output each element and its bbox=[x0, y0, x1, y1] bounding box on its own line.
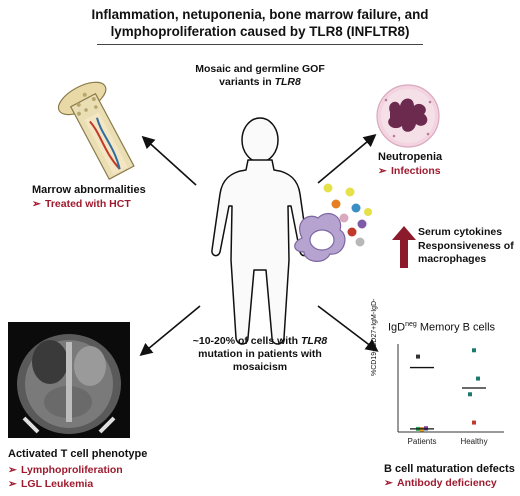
bullet-arrow-icon: ➢ bbox=[8, 464, 17, 476]
arrow-to-neutropenia bbox=[317, 133, 377, 184]
cytokine-dot bbox=[364, 208, 372, 216]
x-tick-label: Healthy bbox=[460, 437, 487, 446]
neutropenia-label: Neutropenia bbox=[378, 151, 443, 163]
cytokine-dot bbox=[345, 187, 355, 197]
cytokines-line-3: macrophages bbox=[418, 253, 487, 265]
cytokines-block: Serum cytokines Responsiveness of macrop… bbox=[418, 226, 514, 267]
tcell-bullet-1: ➢Lymphoproliferation bbox=[8, 464, 123, 476]
cytokine-dot bbox=[355, 237, 365, 247]
cytokines-line-2: Responsiveness of bbox=[418, 239, 514, 252]
page-title: Inflammation, netuропenia, bone marrow f… bbox=[40, 6, 480, 40]
bullet-arrow-icon: ➢ bbox=[384, 477, 393, 489]
bcell-label: B cell maturation defects bbox=[384, 463, 515, 475]
bone-icon bbox=[57, 81, 135, 180]
neutropenia-bullet: ➢Infections bbox=[378, 165, 441, 177]
variants-note-line-2: variants in TLR8 bbox=[219, 76, 301, 88]
bullet-arrow-icon: ➢ bbox=[378, 165, 387, 177]
tcell-label: Activated T cell phenotype bbox=[8, 448, 148, 460]
tcell-block: Activated T cell phenotype ➢Lymphoprolif… bbox=[8, 447, 147, 491]
cytokine-dot bbox=[347, 227, 357, 237]
data-point bbox=[476, 376, 480, 381]
chart-title: IgDneg Memory B cells bbox=[388, 321, 496, 334]
marrow-label: Marrow abnormalities bbox=[32, 184, 146, 196]
arrow-to-marrow bbox=[141, 135, 197, 186]
data-point bbox=[472, 348, 476, 353]
cytokines-line-1: Serum cytokines bbox=[418, 226, 503, 238]
data-point bbox=[468, 392, 472, 397]
marrow-bullet: ➢Treated with HCT bbox=[32, 198, 131, 210]
mosaic-note-line-3: mosaicism bbox=[232, 361, 288, 373]
gene-name: TLR8 bbox=[301, 335, 328, 347]
data-point bbox=[416, 354, 420, 359]
arrow-to-tcell bbox=[139, 305, 201, 357]
memory-b-cell-chart: Patients Healthy bbox=[397, 344, 504, 446]
variants-note-line-1: Mosaic and germline GOF bbox=[195, 63, 325, 75]
cytokine-dot bbox=[357, 219, 367, 229]
bcell-bullet: ➢Antibody deficiency bbox=[384, 477, 497, 489]
title-line-2: lymphoproliferation caused by TLR8 (INFL… bbox=[110, 24, 410, 39]
neutropenia-block: Neutropenia ➢Infections bbox=[378, 150, 442, 178]
title-line-1: Inflammation, netuропenia, bone marrow f… bbox=[91, 7, 429, 22]
tcell-bullet-2: ➢LGL Leukemia bbox=[8, 478, 94, 490]
bullet-arrow-icon: ➢ bbox=[32, 198, 41, 210]
cytokine-dot bbox=[323, 183, 333, 193]
chart-ylabel: %CD19+CD27+IgM-IgD- bbox=[371, 298, 378, 376]
arrow-to-bcell bbox=[317, 305, 379, 352]
marrow-block: Marrow abnormalities ➢Treated with HCT bbox=[32, 183, 146, 211]
neutrophil-icon bbox=[376, 84, 440, 148]
mosaic-note-line-1: ~10-20% of cells with TLR8 bbox=[192, 335, 328, 347]
mosaic-note: ~10-20% of cells with TLR8 mutation in p… bbox=[180, 335, 340, 374]
up-arrow-icon bbox=[392, 226, 416, 268]
bcell-block: B cell maturation defects ➢Antibody defi… bbox=[384, 462, 515, 490]
cytokine-dot bbox=[331, 199, 341, 209]
mosaic-note-line-2: mutation in patients with bbox=[198, 348, 322, 360]
macrophage-icon bbox=[294, 183, 372, 262]
variants-note: Mosaic and germline GOF variants in TLR8 bbox=[170, 63, 350, 89]
title-underline bbox=[97, 44, 423, 45]
cytokine-dot bbox=[339, 213, 349, 223]
data-point bbox=[472, 420, 476, 425]
bullet-arrow-icon: ➢ bbox=[8, 478, 17, 490]
x-tick-label: Patients bbox=[408, 437, 437, 446]
cytokine-dot bbox=[351, 203, 361, 213]
ct-scan-image bbox=[8, 322, 130, 438]
gene-name: TLR8 bbox=[274, 76, 301, 88]
